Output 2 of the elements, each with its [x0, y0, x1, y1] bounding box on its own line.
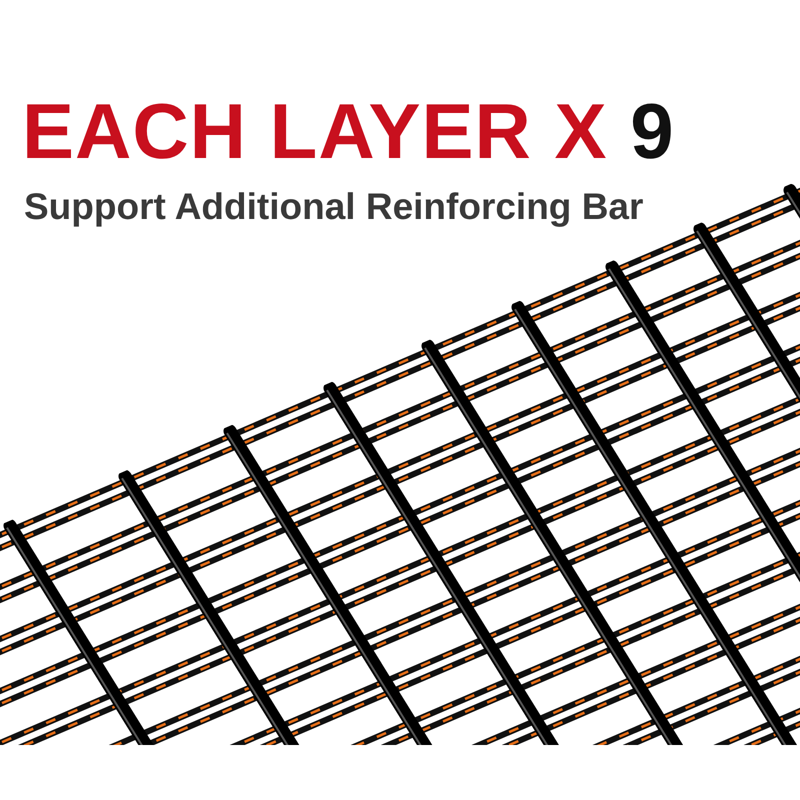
subheading: Support Additional Reinforcing Bar — [24, 186, 644, 228]
headline: EACH LAYER X 9 — [22, 92, 675, 170]
